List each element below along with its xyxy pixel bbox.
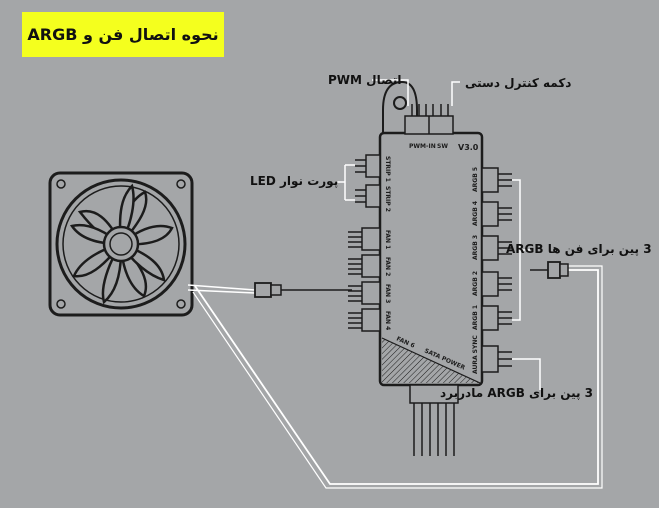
argb-cable xyxy=(194,269,599,485)
hub-strip2-label: STRIP 2 xyxy=(384,186,391,212)
fan-cable xyxy=(187,282,352,298)
pwm-connection-label: اتصال PWM xyxy=(328,73,402,87)
fan-headers xyxy=(348,227,381,332)
hub-pwm-in-label: PWM-IN xyxy=(409,143,436,150)
hub-sw-label: SW xyxy=(437,143,448,150)
argb-fans-label: 3 پین برای فن ها ARGB xyxy=(506,242,652,256)
hub-fan1-label: FAN 1 xyxy=(384,230,391,249)
hub-fan4-label: FAN 4 xyxy=(384,311,391,330)
argb-plug xyxy=(530,261,569,279)
hub-fan3-label: FAN 3 xyxy=(384,284,391,303)
fan-icon xyxy=(48,171,194,317)
sata-power-pins xyxy=(409,384,459,456)
title-banner: نحوه اتصال فن و ARGB xyxy=(22,12,224,57)
argb-motherboard-label: 3 پین برای ARGB مادربرد xyxy=(440,386,594,400)
strip-headers xyxy=(355,154,381,208)
page-title: نحوه اتصال فن و ARGB xyxy=(27,25,219,44)
hub-argb4-label: ARGB 4 xyxy=(472,201,479,226)
hub-aura-sync-label: AURA SYNC xyxy=(472,335,479,374)
led-strip-port-label: پورت نوار LED xyxy=(250,174,339,188)
hub-body xyxy=(378,80,484,387)
hub-fan2-label: FAN 2 xyxy=(384,257,391,276)
hub-strip1-label: STRIP 1 xyxy=(384,156,391,182)
hub-argb5-label: ARGB 5 xyxy=(472,167,479,192)
manual-control-label: دکمه کنترل دستی xyxy=(465,76,572,90)
pwm-sw-header xyxy=(404,104,454,135)
hub-version-label: V3.0 xyxy=(458,143,479,152)
hub-argb1-label: ARGB 1 xyxy=(472,305,479,330)
hub-argb2-label: ARGB 2 xyxy=(472,271,479,296)
callout-lines xyxy=(335,79,460,201)
hub-argb3-label: ARGB 3 xyxy=(472,235,479,260)
argb-bracket xyxy=(512,179,541,390)
argb-headers xyxy=(481,167,512,373)
